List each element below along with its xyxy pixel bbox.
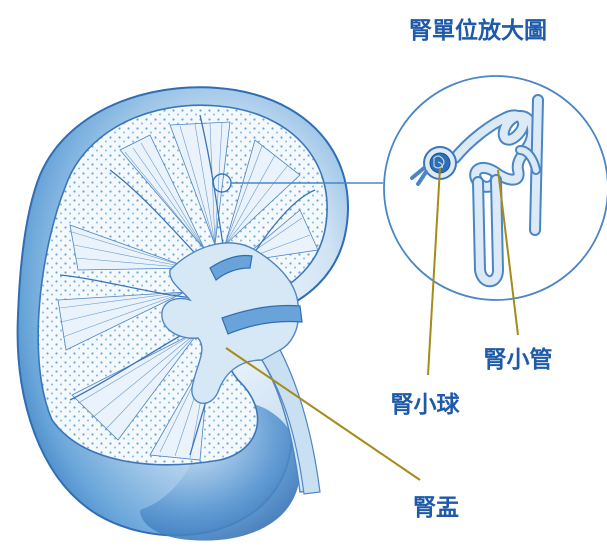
label-glomerulus: 腎小球 [391,392,461,418]
label-tubule: 腎小管 [484,346,553,373]
diagram-title: 腎單位放大圖 [409,17,547,44]
kidney [18,87,348,540]
nephron-zoom [384,76,607,300]
label-pelvis: 腎盂 [413,495,459,521]
